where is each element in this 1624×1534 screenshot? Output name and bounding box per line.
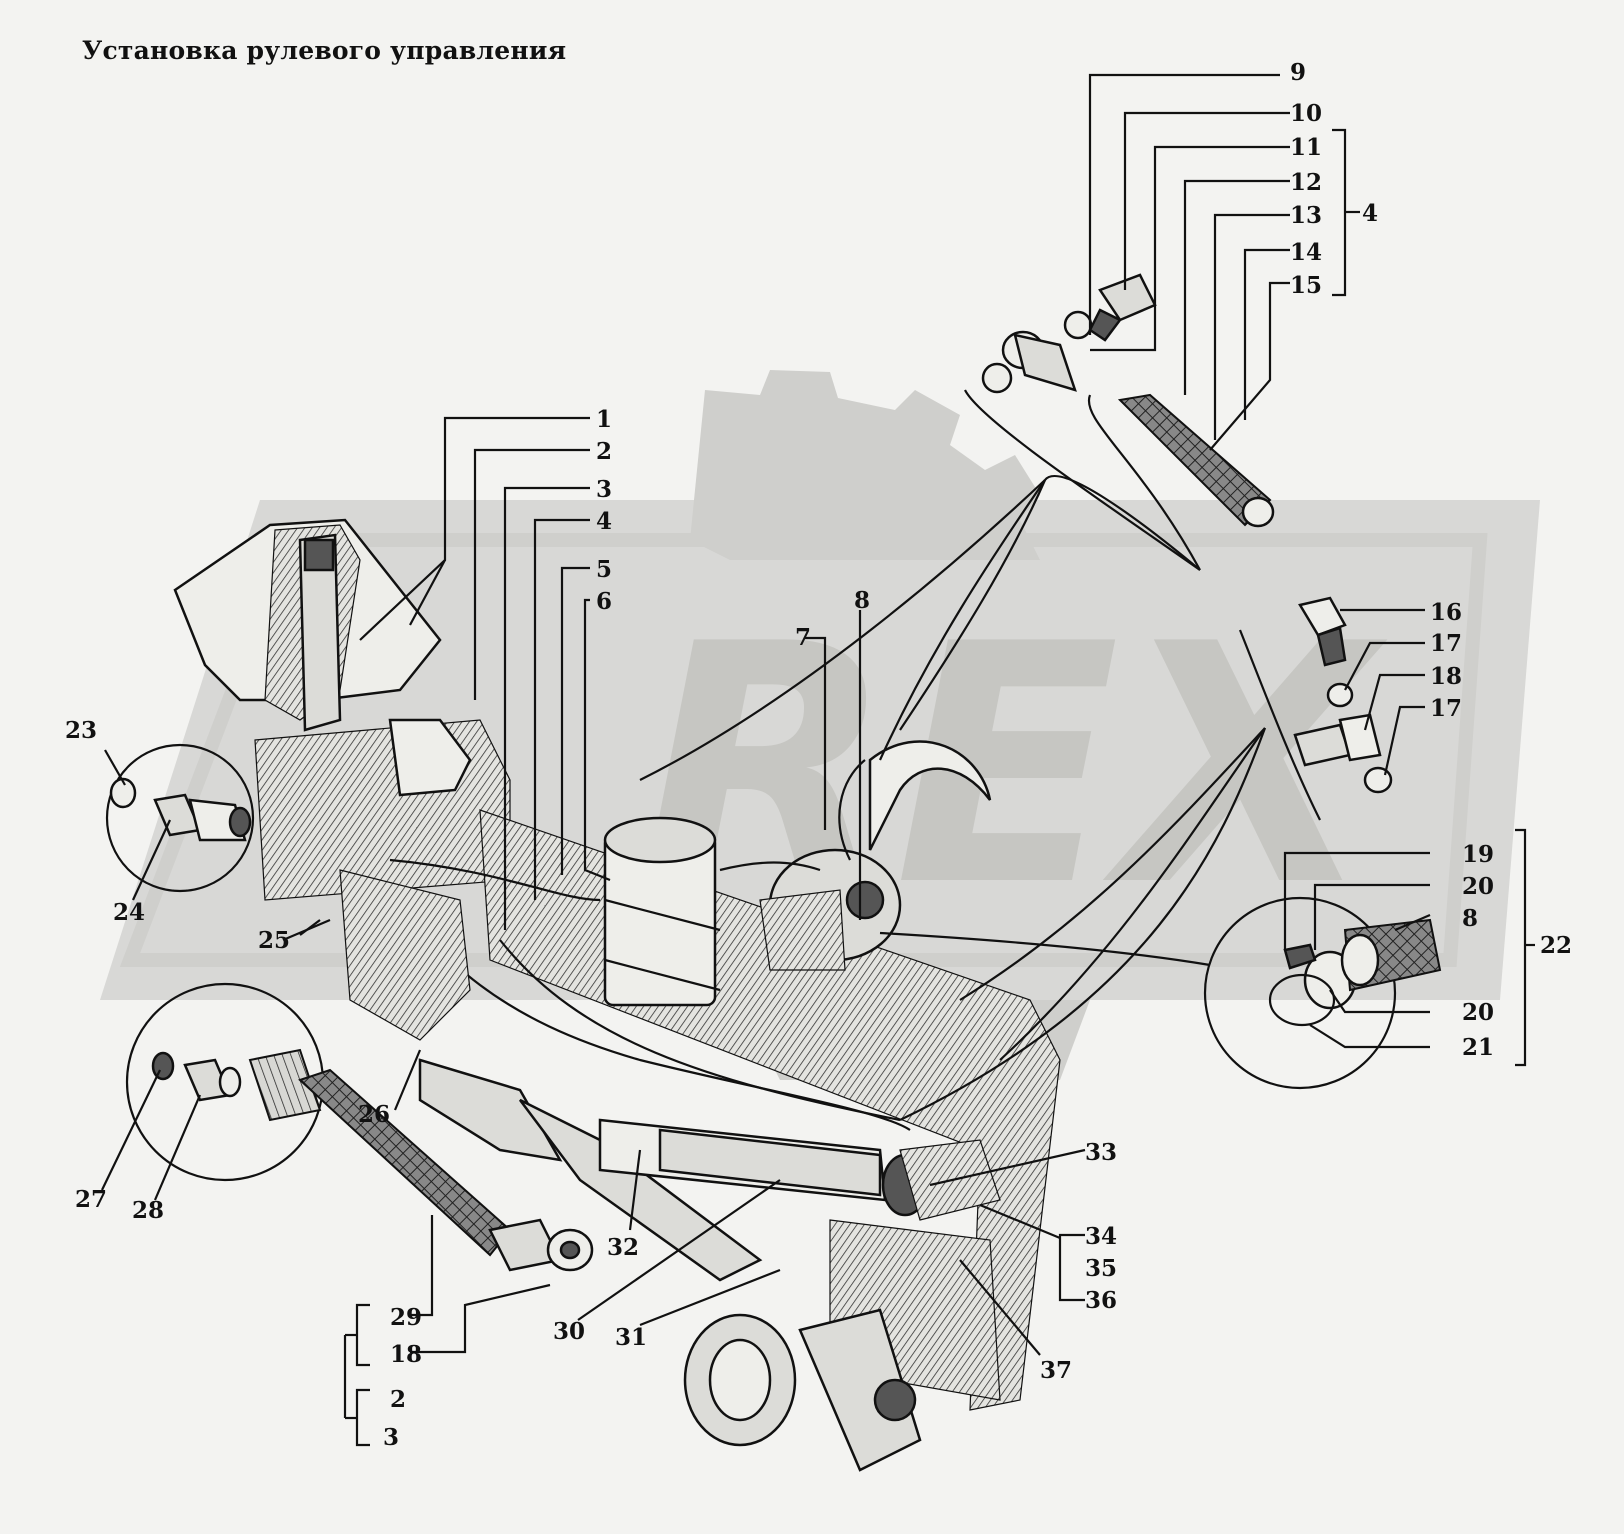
detail-group-4 xyxy=(964,273,1275,571)
callout-23: 23 xyxy=(65,717,97,744)
callout-18: 18 xyxy=(1430,663,1462,690)
callout-28: 28 xyxy=(132,1197,164,1224)
callout-33: 33 xyxy=(1085,1139,1117,1166)
callout-30: 30 xyxy=(553,1318,585,1345)
callout-8: 8 xyxy=(854,587,870,614)
diagram-title: Установка рулевого управления xyxy=(82,36,567,65)
callout-34: 34 xyxy=(1085,1223,1117,1250)
callout-20-a: 20 xyxy=(1462,873,1494,900)
callout-8-b: 8 xyxy=(1462,905,1478,932)
callout-25: 25 xyxy=(258,927,290,954)
callout-3: 3 xyxy=(596,476,612,503)
leader-lines xyxy=(101,73,1535,1447)
callout-36: 36 xyxy=(1085,1287,1117,1314)
callout-35: 35 xyxy=(1085,1255,1117,1282)
callout-32: 32 xyxy=(607,1234,639,1261)
callout-3-b: 3 xyxy=(383,1424,399,1451)
callout-10: 10 xyxy=(1290,100,1322,127)
callout-22: 22 xyxy=(1540,932,1572,959)
callout-17-a: 17 xyxy=(1430,630,1462,657)
callout-2-b: 2 xyxy=(390,1386,406,1413)
part-labels: 1 2 3 4 5 6 7 8 9 10 11 12 13 14 15 4 16… xyxy=(65,59,1572,1451)
callout-4-group: 4 xyxy=(1362,200,1378,227)
callout-37: 37 xyxy=(1040,1357,1072,1384)
callout-13: 13 xyxy=(1290,202,1322,229)
detail-circle-22 xyxy=(1203,896,1442,1090)
callout-15: 15 xyxy=(1290,272,1322,299)
callout-1: 1 xyxy=(596,406,612,433)
callout-31: 31 xyxy=(615,1324,647,1351)
callout-20-b: 20 xyxy=(1462,999,1494,1026)
detail-circle-23-24 xyxy=(105,743,255,893)
callout-27: 27 xyxy=(75,1186,107,1213)
callout-26: 26 xyxy=(358,1101,390,1128)
callout-4: 4 xyxy=(596,508,612,535)
callout-12: 12 xyxy=(1290,169,1322,196)
callout-6: 6 xyxy=(596,588,612,615)
callout-24: 24 xyxy=(113,899,145,926)
callout-17-b: 17 xyxy=(1430,695,1462,722)
detail-circle-27-28 xyxy=(125,982,594,1272)
callout-14: 14 xyxy=(1290,239,1322,266)
callout-11: 11 xyxy=(1290,134,1322,161)
callout-19: 19 xyxy=(1462,841,1494,868)
callout-2: 2 xyxy=(596,438,612,465)
callout-5: 5 xyxy=(596,556,612,583)
callout-21: 21 xyxy=(1462,1034,1494,1061)
callout-7: 7 xyxy=(795,624,811,651)
watermark-text: REX xyxy=(640,574,1388,958)
callout-9: 9 xyxy=(1290,59,1306,86)
callout-29: 29 xyxy=(390,1304,422,1331)
callout-18-b: 18 xyxy=(390,1341,422,1368)
callout-16: 16 xyxy=(1430,599,1462,626)
